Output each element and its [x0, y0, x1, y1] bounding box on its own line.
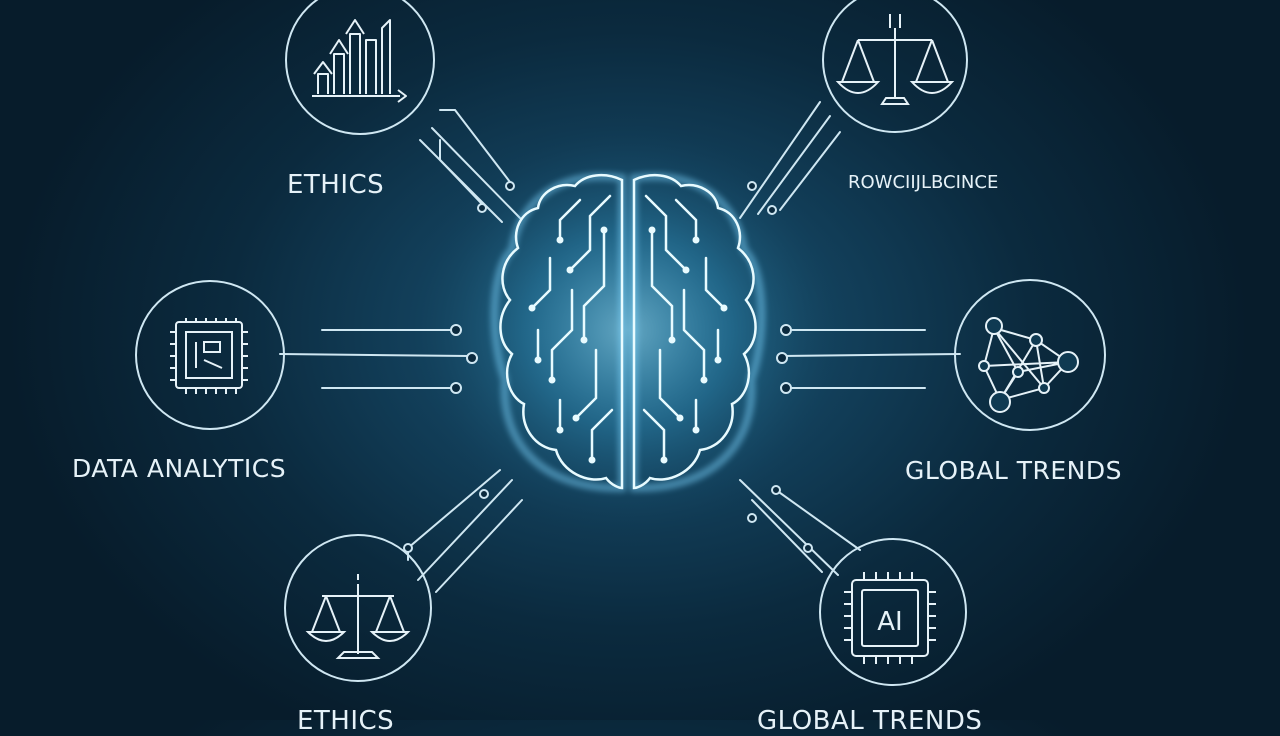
connector-mid-right [776, 324, 961, 394]
brain-icon [490, 172, 766, 493]
connector-bottom-right [739, 479, 861, 576]
node-circle-mid-right [954, 279, 1106, 431]
node-circle-bottom-left [284, 534, 432, 682]
label-mid-left: DATA ANALYTICS [72, 454, 287, 483]
label-bottom-right: GLOBAL TRENDS [757, 706, 983, 736]
node-circle-mid-left [135, 280, 285, 430]
label-top-left: ETHICS [287, 170, 385, 200]
network-icon [978, 317, 1079, 413]
label-mid-right: GLOBAL TRENDS [905, 456, 1122, 485]
connector-top-right [739, 101, 841, 219]
connectors [279, 101, 961, 593]
chip-ai-text: AI [877, 607, 902, 637]
connector-top-left [419, 109, 521, 223]
diagram-canvas: AI [135, 0, 1106, 686]
node-circle-top-right [822, 0, 968, 133]
node-circle-bottom-right [819, 538, 967, 686]
scales-icon [835, 14, 955, 105]
label-bottom-left: ETHICS [297, 706, 395, 736]
node-circle-top-left [285, 0, 435, 135]
ai-chip-icon [844, 572, 936, 664]
scales-icon [305, 574, 411, 659]
label-top-right: ROWCIIJLBCINCE [848, 172, 999, 193]
chip-icon [170, 318, 248, 394]
connector-mid-left [279, 324, 478, 394]
node-circles [135, 0, 1106, 686]
bar-chart-icon [312, 19, 407, 103]
